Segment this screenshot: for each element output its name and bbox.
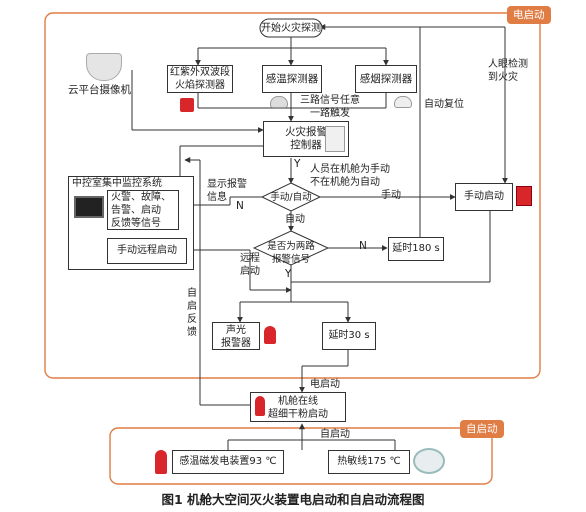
- three-signal-label: 三路信号任意 一路触发: [300, 95, 360, 119]
- extinguisher-icon: [255, 396, 265, 416]
- auto-start-label-2: 自启动: [320, 429, 350, 440]
- smoke-sensor-icon: [394, 96, 412, 108]
- ptz-camera-icon: [86, 53, 122, 81]
- smoke-detector-box: 感烟探测器: [355, 65, 417, 93]
- electric-start-tag: 电启动: [507, 6, 551, 24]
- human-detect-label: 人眼检测 到火灾: [488, 59, 528, 83]
- thermo-magnetic-device-icon: [155, 450, 167, 474]
- two-signal-diamond: [252, 230, 330, 266]
- electric-start-label-2: 电启动: [310, 379, 340, 390]
- sound-light-alarm-box: 声光 报警器: [212, 322, 260, 350]
- remote-start-label: 远程 启动: [240, 253, 260, 277]
- auto-feedback-label: 自 启 反 馈: [187, 288, 197, 338]
- no-label-2: N: [359, 240, 367, 252]
- thermo-magnetic-device-box: 感温磁发电装置93 ℃: [172, 450, 284, 474]
- auto-label: 自动: [285, 214, 305, 225]
- begin-oval: [259, 18, 323, 38]
- heat-sensor-icon: [270, 96, 288, 108]
- electric-start-frame: [44, 12, 541, 379]
- auto-reset-label: 自动复位: [424, 99, 464, 110]
- manual-call-point-icon: [516, 186, 532, 206]
- delay-180-box: 延时180 s: [388, 237, 444, 261]
- extinguisher-box: 机舱在线 超细干粉启动: [250, 392, 346, 422]
- thermal-wire-coil-icon: [413, 448, 445, 474]
- begin-label: 开始火灾探测: [261, 23, 321, 34]
- no-label-1: N: [236, 200, 244, 212]
- controller-panel-icon: [325, 126, 345, 152]
- two-signal-label: 是否为两路 报警信号: [267, 241, 315, 265]
- yes-label-2: Y: [285, 268, 292, 280]
- heat-detector-box: 感温探测器: [262, 65, 322, 93]
- manual-note-label: 人员在机舱为手动 不在机舱为自动: [310, 164, 390, 188]
- flame-detector-icon: [180, 98, 194, 112]
- delay-30-box: 延时30 s: [322, 322, 376, 350]
- auto-start-tag: 自启动: [460, 420, 504, 438]
- uv-ir-flame-detector-box: 红紫外双波段 火焰探测器: [167, 65, 233, 93]
- manual-auto-diamond: [260, 182, 322, 212]
- yes-label-1: Y: [294, 158, 301, 170]
- ptz-camera-label: 云平台摄像机: [68, 84, 131, 96]
- manual-arrow-label: 手动: [381, 190, 401, 201]
- monitor-computer-icon: [74, 196, 104, 218]
- alarm-signal-box: 火警、故障、 告警、启动 反馈等信号: [107, 190, 179, 230]
- manual-remote-start-box: 手动远程启动: [107, 238, 187, 264]
- show-alarm-label: 显示报警 信息: [207, 179, 247, 203]
- manual-start-box: 手动启动: [455, 183, 513, 211]
- manual-auto-label: 手动/自动: [270, 192, 312, 203]
- thermal-wire-box: 热敏线175 ℃: [328, 450, 410, 474]
- figure-caption: 图1 机舱大空间灭火装置电启动和自启动流程图: [161, 492, 425, 507]
- alarm-beacon-icon: [264, 326, 276, 344]
- center-monitoring-title: 中控室集中监控系统: [72, 178, 162, 189]
